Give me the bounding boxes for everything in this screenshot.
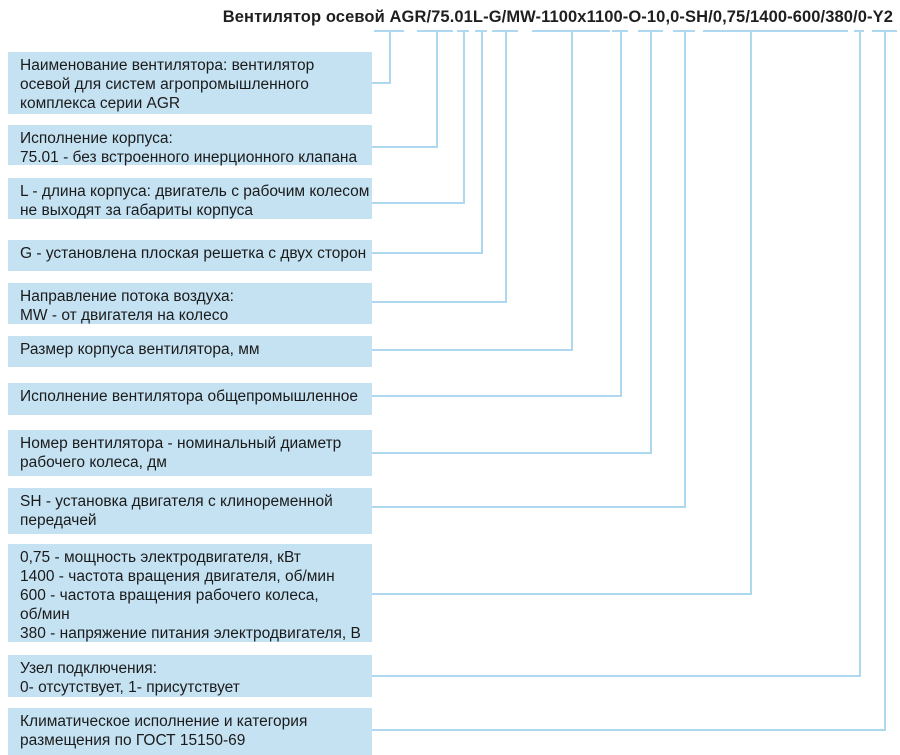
legend-box: Наименование вентилятора: вентилятор осев… (8, 52, 372, 114)
legend-box-text: 1400 - частота вращения двигателя, об/ми… (20, 568, 335, 585)
legend-box-text: Направление потока воздуха: (20, 288, 234, 305)
connector-line (372, 30, 483, 254)
legend-box: Климатическое исполнение и категория разм… (8, 708, 372, 755)
legend-box-text: Наименование вентилятора: вентилятор (20, 57, 315, 74)
connector-line (372, 30, 465, 204)
legend-box-text: 0,75 - мощность электродвигателя, кВт (20, 549, 301, 566)
connector-line (372, 30, 391, 84)
legend-box: G - установлена плоская решетка с двух с… (8, 240, 372, 271)
connector-line (372, 30, 438, 148)
legend-box-text: 75.01 - без встроенного инерционного кла… (20, 149, 358, 166)
legend-box: Исполнение корпуса: 75.01 - без встроенно… (8, 125, 372, 166)
connector-line (372, 30, 752, 595)
connector-line (372, 30, 861, 677)
connector-line (372, 30, 686, 508)
connector-line (372, 30, 573, 351)
legend-box-text: 600 - частота вращения рабочего колеса, (20, 587, 319, 604)
legend-box-text: SH - установка двигателя с клиноременной (20, 493, 333, 510)
code-segment-underline (703, 30, 848, 32)
legend-box: Узел подключения: 0- отсутствует, 1- прис… (8, 655, 372, 697)
legend-box-text: G - установлена плоская решетка с двух с… (20, 245, 367, 262)
legend-box-text: Климатическое исполнение и категория (20, 713, 308, 730)
connector-line (372, 30, 652, 454)
legend-box-text: Исполнение вентилятора общепромышленное (20, 388, 359, 405)
legend-box: Номер вентилятора - номинальный диаметр р… (8, 430, 372, 476)
legend-box-text: рабочего колеса, дм (20, 454, 167, 471)
code-segment-underline (417, 30, 453, 32)
legend-box-text: MW - от двигателя на колесо (20, 307, 229, 324)
legend-box: Размер корпуса вентилятора, мм (8, 336, 372, 367)
page-title: Вентилятор осевой AGR/75.01L-G/MW-1100x1… (222, 8, 893, 26)
connector-line (372, 30, 622, 397)
legend-box-text: 0- отсутствует, 1- присутствует (20, 679, 240, 696)
legend-box-text: 380 - напряжение питания электродвигател… (20, 625, 361, 642)
legend-box-text: Номер вентилятора - номинальный диаметр (20, 435, 342, 452)
legend-box: SH - установка двигателя с клиноременной… (8, 488, 372, 534)
legend-box: Направление потока воздуха: MW - от двига… (8, 283, 372, 324)
legend-box-text: Исполнение корпуса: (20, 130, 173, 147)
connector-line (372, 30, 886, 731)
legend-box-text: L - длина корпуса: двигатель с рабочим к… (20, 183, 370, 200)
legend-box-text: комплекса серии AGR (20, 95, 181, 112)
legend-box-text: передачей (20, 512, 97, 529)
legend-box-text: осевой для систем агропромышленного (20, 76, 309, 93)
legend-box-text: Размер корпуса вентилятора, мм (20, 341, 260, 358)
legend-box-text: не выходят за габариты корпуса (20, 202, 254, 219)
connector-line (372, 30, 507, 303)
legend-box: 0,75 - мощность электродвигателя, кВт 140… (8, 544, 372, 642)
legend-box-text: об/мин (20, 606, 70, 623)
legend-box: Исполнение вентилятора общепромышленное (8, 383, 372, 415)
legend-box: L - длина корпуса: двигатель с рабочим к… (8, 178, 372, 219)
legend-box-text: размещения по ГОСТ 15150-69 (20, 732, 246, 749)
legend-box-text: Узел подключения: (20, 660, 157, 677)
